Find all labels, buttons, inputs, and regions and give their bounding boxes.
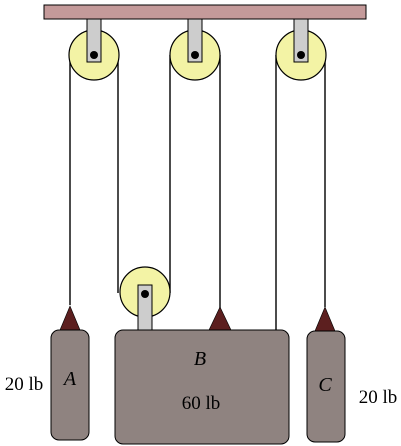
pulley-bracket	[86, 18, 102, 63]
hook-block-b	[208, 306, 232, 331]
block-a-weight: 20 lb	[5, 374, 44, 395]
axle-pin	[90, 51, 98, 59]
block-c-weight: 20 lb	[359, 387, 398, 408]
block-c-letter: C	[318, 374, 332, 396]
top-pulley-left	[68, 18, 120, 81]
pulley-bracket	[187, 18, 203, 63]
block-b-weight: 60 lb	[182, 393, 221, 414]
top-pulley-middle	[169, 18, 221, 81]
block-a	[50, 329, 90, 441]
hook-block-a	[59, 305, 81, 331]
top-pulley-right	[275, 18, 327, 81]
ceiling-beam	[43, 4, 367, 20]
hook-block-c	[314, 306, 336, 332]
axle-pin	[297, 51, 305, 59]
block-c	[306, 330, 346, 443]
block-a-letter: A	[62, 368, 77, 390]
pulley-bracket	[293, 18, 309, 63]
ropes	[69, 55, 326, 330]
lower-pulley	[119, 266, 171, 331]
block-b	[114, 329, 290, 445]
block-b-letter: B	[194, 348, 206, 370]
axle-pin	[141, 290, 149, 298]
axle-pin	[191, 51, 199, 59]
